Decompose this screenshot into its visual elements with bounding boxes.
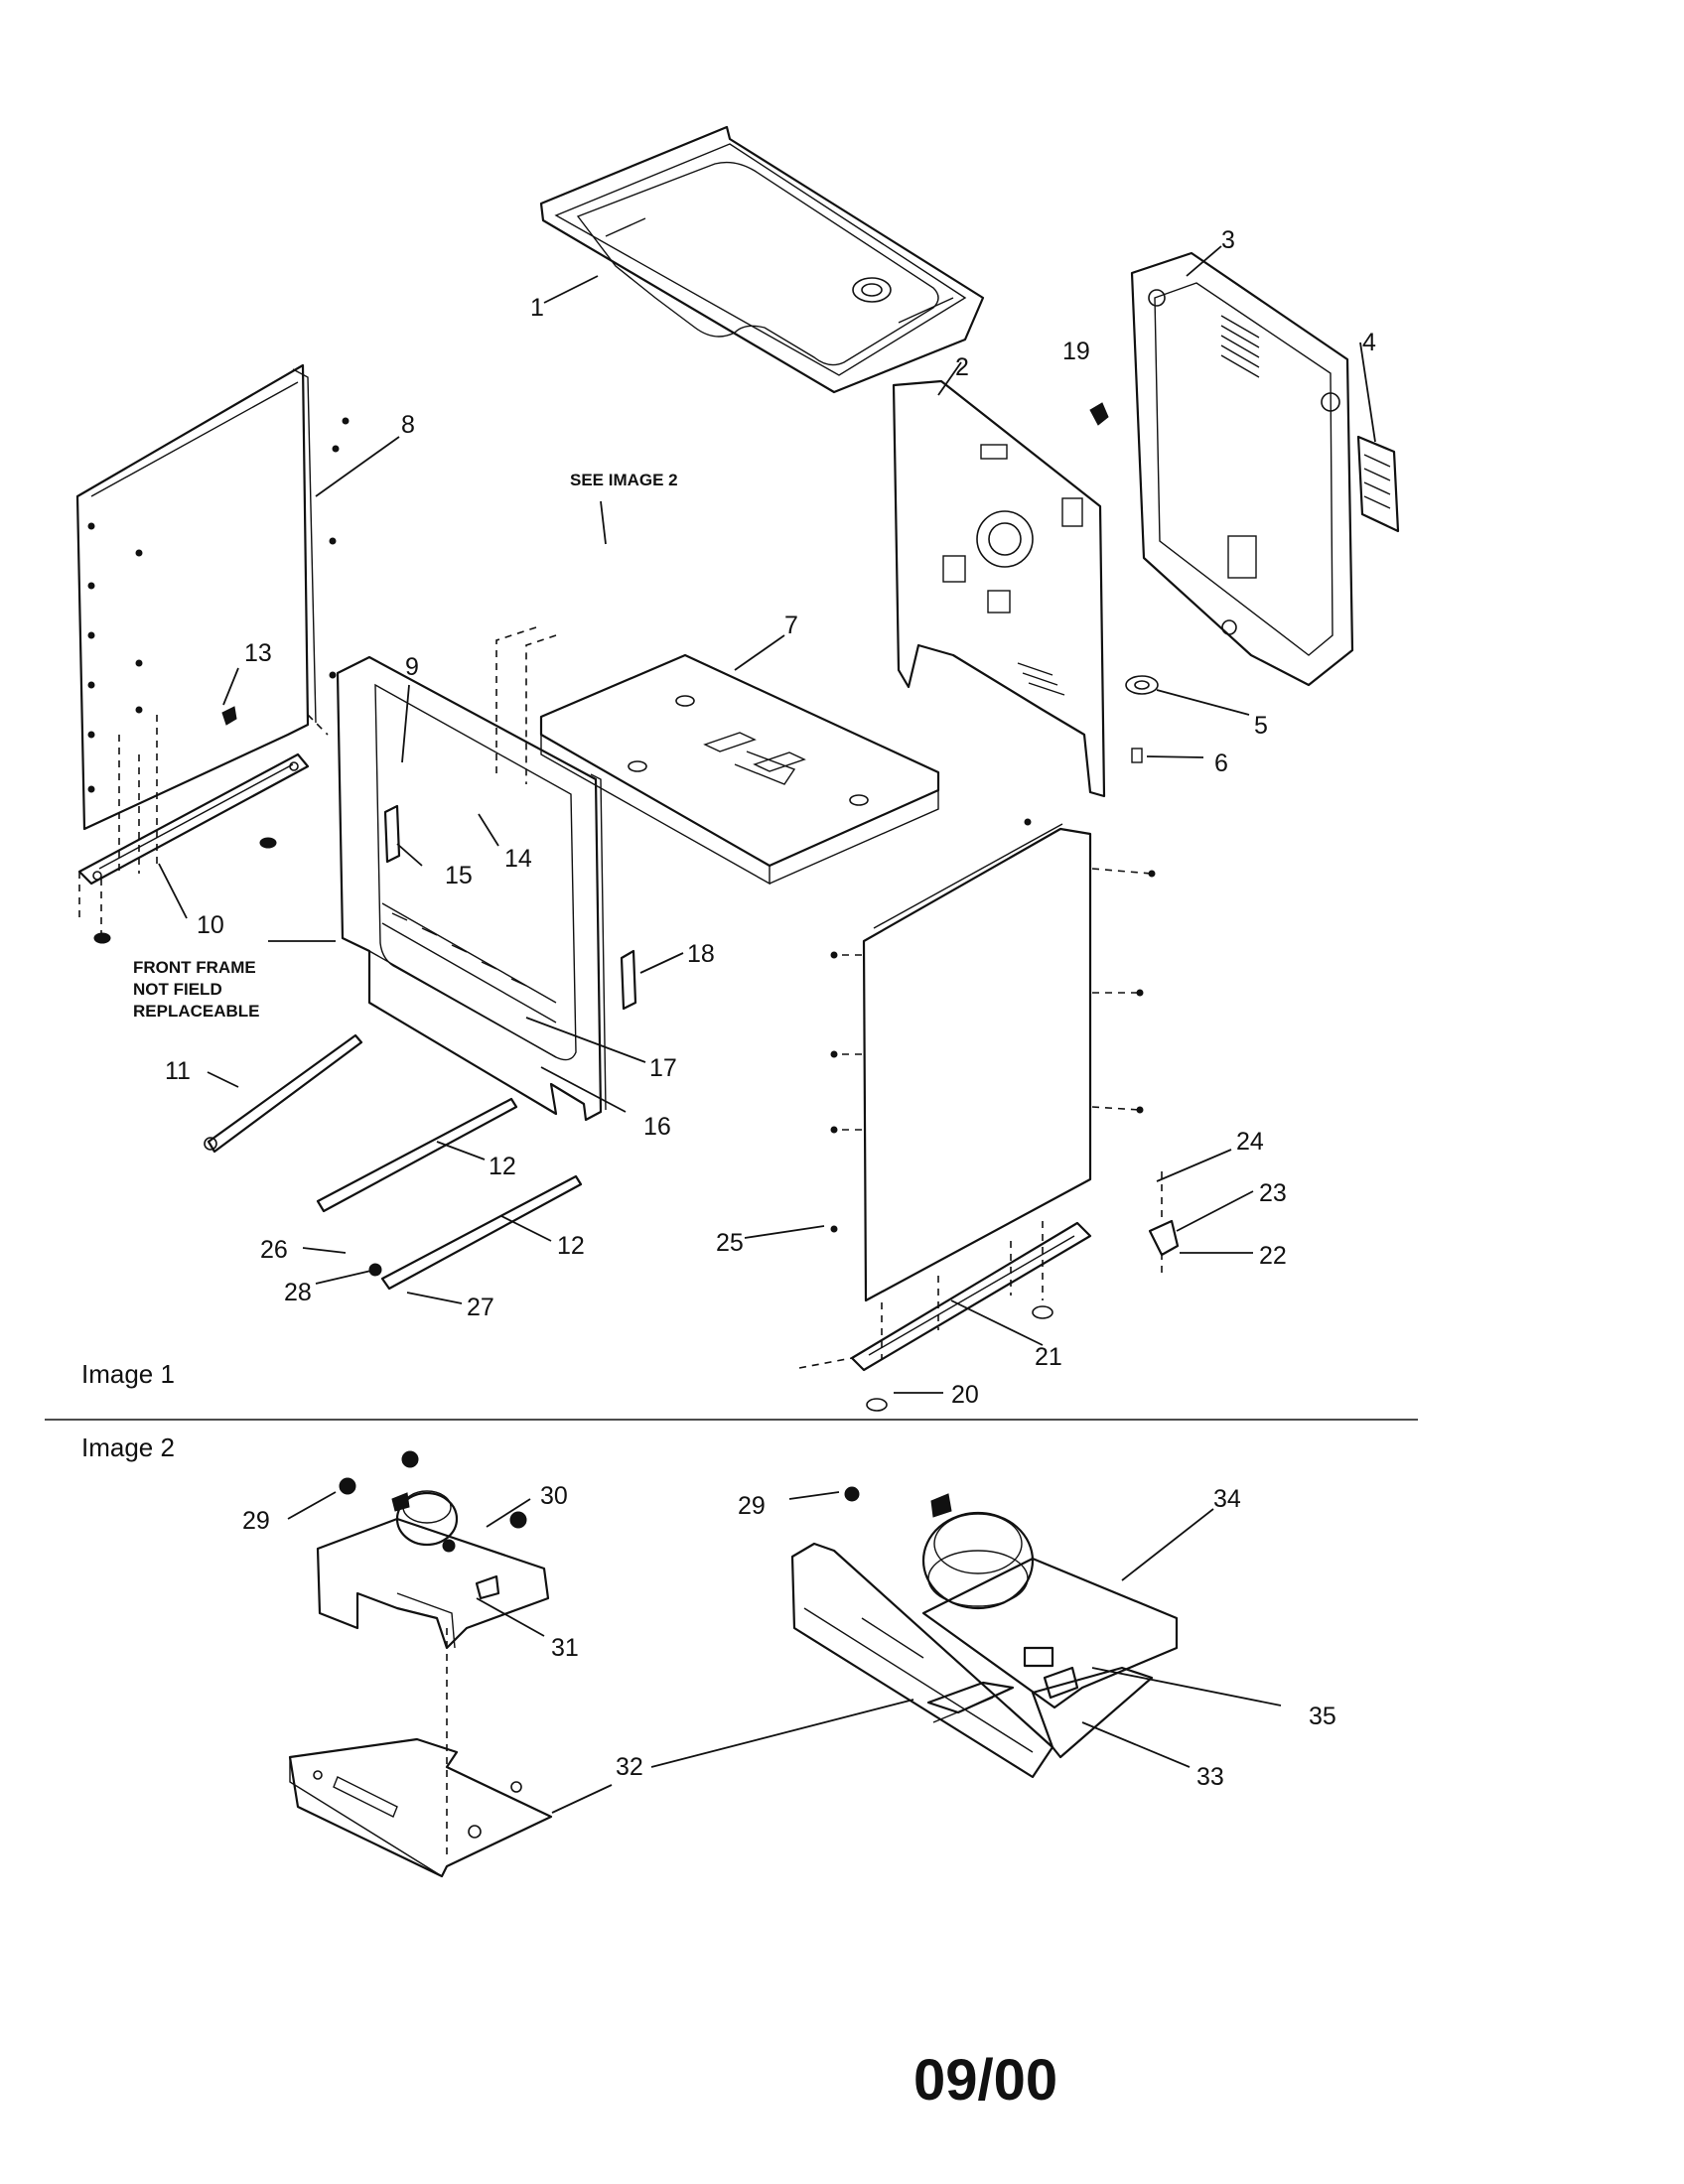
callout-33: 33	[1196, 1763, 1224, 1791]
rail-11-part	[204, 1033, 363, 1154]
callout-23: 23	[1259, 1179, 1287, 1207]
front-frame-note-line3: REPLACEABLE	[133, 1002, 260, 1021]
bracket-part	[221, 706, 237, 726]
front-frame-note-line2: NOT FIELD	[133, 980, 222, 999]
back-wall-part	[892, 379, 1106, 798]
callout-35: 35	[1309, 1703, 1336, 1730]
callout-15: 15	[445, 862, 473, 889]
latch-right-part	[620, 949, 637, 1011]
callout-26: 26	[260, 1236, 288, 1264]
callout-5: 5	[1254, 712, 1268, 740]
image-1-label: Image 1	[81, 1359, 175, 1389]
front-frame-note-line1: FRONT FRAME	[133, 958, 256, 977]
assembly-lines	[78, 626, 1163, 1369]
callout-4: 4	[1362, 329, 1376, 356]
burner-box-part	[539, 653, 940, 886]
callout-12-lower: 12	[557, 1232, 585, 1260]
callout-28: 28	[284, 1279, 312, 1306]
callout-6: 6	[1214, 750, 1228, 777]
bottom-rail-right-part	[850, 1221, 1092, 1372]
callout-1: 1	[530, 294, 544, 322]
callout-18: 18	[687, 940, 715, 968]
grommet-part	[1125, 675, 1159, 695]
callout-21: 21	[1035, 1343, 1062, 1371]
callout-32: 32	[616, 1753, 643, 1781]
hardware-set	[93, 417, 1156, 1412]
callout-31: 31	[551, 1634, 579, 1662]
leader-lines-image1	[158, 245, 1376, 1394]
image-2-label: Image 2	[81, 1433, 175, 1462]
callout-34: 34	[1213, 1485, 1241, 1513]
see-image-2-note: SEE IMAGE 2	[570, 471, 678, 489]
callout-12-upper: 12	[489, 1153, 516, 1180]
bottom-rail-left-part	[77, 752, 310, 886]
callout-10: 10	[197, 911, 224, 939]
callout-2: 2	[955, 353, 969, 381]
motor-assembly-left	[316, 1450, 550, 1650]
front-frame-part	[336, 655, 607, 1122]
motor-assembly-right	[790, 1486, 1179, 1779]
rail-12-lower-part	[380, 1174, 583, 1291]
date-code: 09/00	[913, 2048, 1057, 2113]
leader-lines-image2	[287, 1491, 1282, 1814]
callout-14: 14	[504, 845, 532, 873]
side-bracket-part	[1148, 1219, 1180, 1257]
callout-8: 8	[401, 411, 415, 439]
callout-24: 24	[1236, 1128, 1264, 1156]
vent-grille-part	[1356, 435, 1400, 533]
callout-27: 27	[467, 1294, 494, 1321]
callout-16: 16	[643, 1113, 671, 1141]
rail-12-upper-part	[316, 1097, 518, 1213]
callout-3: 3	[1221, 226, 1235, 254]
pin-part	[1131, 748, 1143, 763]
callout-30: 30	[540, 1482, 568, 1510]
cooktop-part	[539, 125, 985, 394]
rear-panel-part	[1130, 251, 1354, 687]
callout-22: 22	[1259, 1242, 1287, 1270]
right-side-panel-part	[862, 823, 1092, 1302]
mounting-plate-part	[288, 1628, 553, 1878]
clip-part	[1089, 402, 1109, 426]
callout-13: 13	[244, 639, 272, 667]
callout-7: 7	[784, 612, 798, 639]
callout-20: 20	[951, 1381, 979, 1409]
callout-29-left: 29	[242, 1507, 270, 1535]
callout-11: 11	[165, 1057, 191, 1085]
callout-19: 19	[1062, 338, 1090, 365]
callout-25: 25	[716, 1229, 744, 1257]
callout-17: 17	[649, 1054, 677, 1082]
callout-9: 9	[405, 653, 419, 681]
latch-left-part	[383, 804, 401, 864]
callout-29-right: 29	[738, 1492, 766, 1520]
left-side-frame-part	[75, 363, 317, 831]
